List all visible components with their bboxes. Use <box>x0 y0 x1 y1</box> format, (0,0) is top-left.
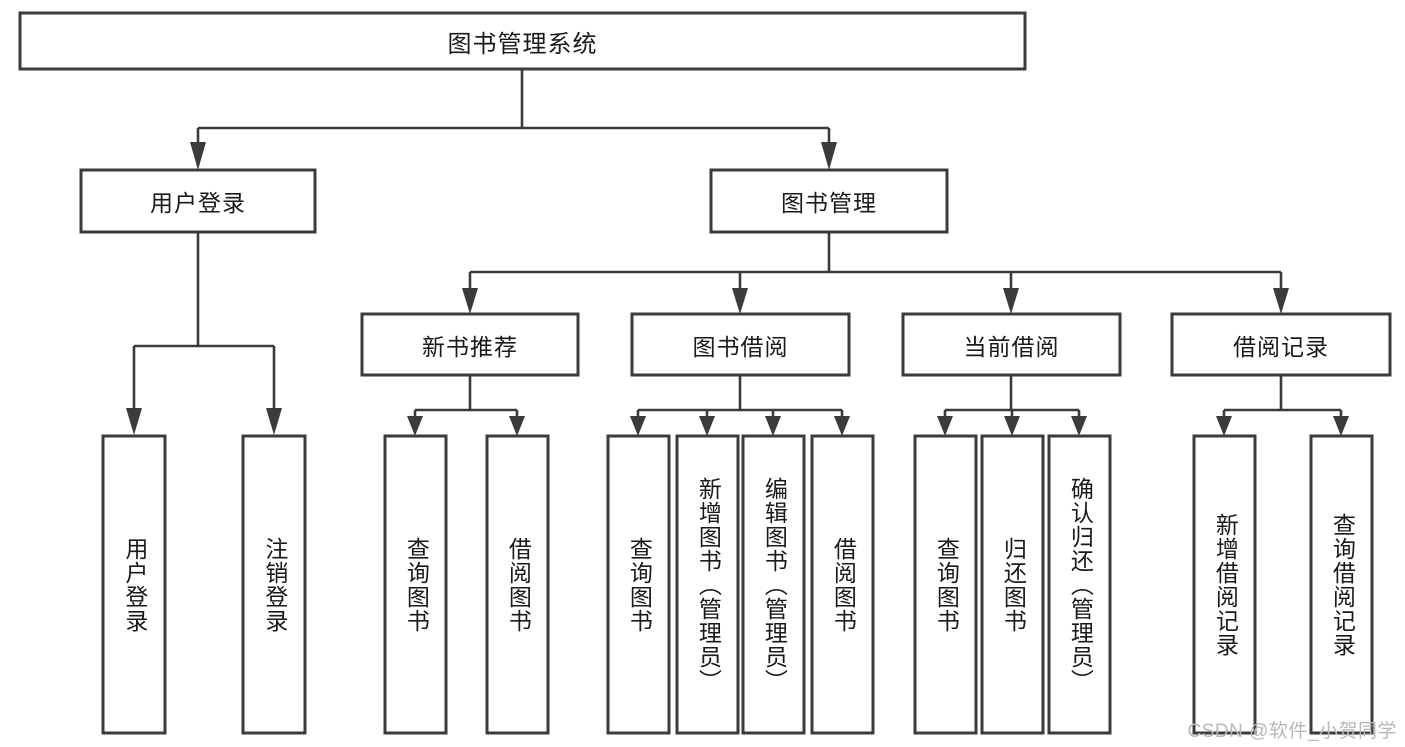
node-new-book-recommend[interactable] <box>360 312 580 377</box>
leaf-current-borrow-2[interactable] <box>1047 434 1112 735</box>
leaf-book-borrow-2[interactable] <box>741 434 806 735</box>
leaf-current-borrow-0[interactable] <box>913 434 978 735</box>
leaf-user-login-0[interactable] <box>101 434 167 735</box>
connector-newbook-to-leaves <box>407 375 525 436</box>
node-book-borrow[interactable] <box>630 312 851 377</box>
leaf-book-borrow-3[interactable] <box>810 434 875 735</box>
connector-currentborrow-to-leaves <box>937 375 1087 436</box>
leaf-borrow-record-0[interactable] <box>1192 434 1257 735</box>
leaf-user-login-1[interactable] <box>241 434 307 735</box>
leaf-current-borrow-1[interactable] <box>980 434 1045 735</box>
connector-bookmgmt-to-level3 <box>462 232 1289 314</box>
leaf-borrow-record-1[interactable] <box>1309 434 1374 735</box>
node-borrow-record[interactable] <box>1170 312 1392 377</box>
connector-userlogin-to-leaves <box>126 232 282 435</box>
leaf-new-book-0[interactable] <box>383 434 448 735</box>
leaf-new-book-1[interactable] <box>485 434 550 735</box>
leaf-book-borrow-0[interactable] <box>606 434 671 735</box>
connector-borrowrecord-to-leaves <box>1216 375 1349 436</box>
node-current-borrow[interactable] <box>901 312 1122 377</box>
node-book-management[interactable] <box>709 168 949 234</box>
connector-root-to-level2 <box>190 69 837 170</box>
node-root[interactable] <box>18 11 1027 71</box>
connector-bookborrow-to-leaves <box>630 375 850 436</box>
node-user-login[interactable] <box>79 168 317 234</box>
leaf-book-borrow-1[interactable] <box>675 434 740 735</box>
